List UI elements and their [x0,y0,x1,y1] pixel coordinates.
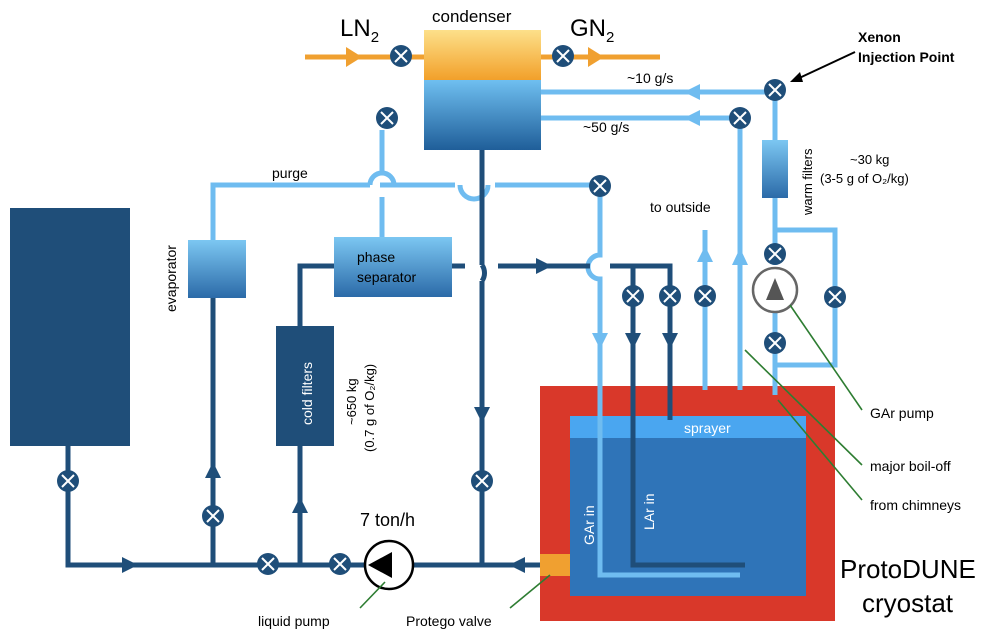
phase-separator-box [334,237,452,297]
valve-icon [622,285,644,307]
purge-label: purge [272,165,308,181]
liquid-pump-label: liquid pump [258,613,330,629]
warm-mass-2: (3-5 g of O₂/kg) [820,171,909,186]
condenser-label: condenser [432,7,512,26]
evaporator-box [188,240,246,298]
protego-label: Protego valve [406,613,492,629]
valve-icon [764,243,786,265]
lar-in-label: LAr in [641,493,657,530]
condenser-bottom [424,80,541,150]
sprayer-label: sprayer [684,420,731,436]
warm-mass-1: ~30 kg [850,152,889,167]
warm-filters-label: warm filters [800,148,815,216]
gar-pump-label: GAr pump [870,405,934,421]
valve-icon [390,45,412,67]
from-chimneys-label: from chimneys [870,497,961,513]
ln2-label: LN2 [340,15,379,46]
xenon-label-1: Xenon [858,29,901,45]
phase-label-2: separator [357,269,416,285]
major-boiloff-label: major boil-off [870,458,951,474]
protego-valve-box [540,554,570,576]
flow-10-label: ~10 g/s [627,70,673,86]
pump-rate-label: 7 ton/h [360,510,415,530]
gn2-label: GN2 [570,15,614,46]
xenon-label-2: Injection Point [858,49,955,65]
cryostat-inner [570,416,806,596]
valve-icon [659,285,681,307]
valve-icon [376,107,398,129]
cold-mass-1: ~650 kg [344,378,359,425]
cold-mass-2: (0.7 g of O₂/kg) [362,364,377,452]
gar-in-label: GAr in [581,505,597,545]
valve-icon [694,285,716,307]
storage-tank [10,208,130,446]
cold-filters-box [276,326,334,446]
valve-icon [202,505,224,527]
valve-icon [729,107,751,129]
valve-icon [329,553,351,575]
valve-icon [824,286,846,308]
warm-filters-box [762,140,788,198]
sprayer-bar [570,416,806,438]
to-outside-label: to outside [650,199,711,215]
valve-icon [57,470,79,492]
flow-50-label: ~50 g/s [583,119,629,135]
cryostat-label-1: ProtoDUNE [840,554,976,584]
valves [57,45,846,575]
phase-label-1: phase [357,249,395,265]
valve-icon [764,79,786,101]
valve-icon [471,470,493,492]
evaporator-label: evaporator [163,245,179,312]
valve-icon [764,332,786,354]
valve-icon [552,45,574,67]
condenser-top [424,30,541,80]
cold-filters-label: cold filters [299,362,315,425]
cryostat-label-2: cryostat [862,588,954,618]
valve-icon [589,175,611,197]
valve-icon [257,553,279,575]
